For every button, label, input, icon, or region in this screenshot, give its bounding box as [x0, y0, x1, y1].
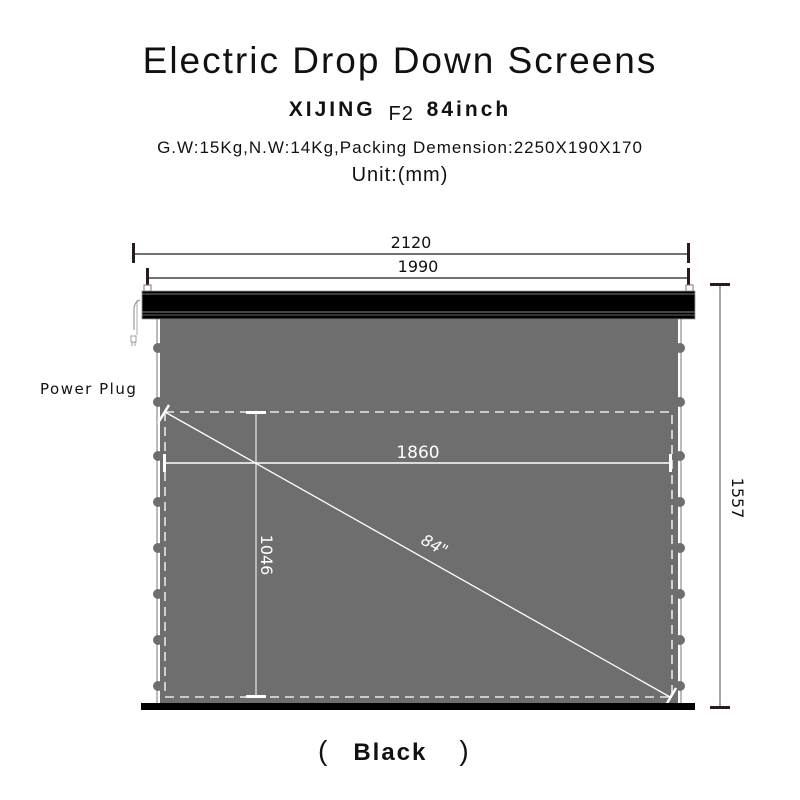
viewable-area-outline: [164, 411, 673, 698]
screen-fabric: [160, 319, 678, 703]
packing-specs: G.W:15Kg,N.W:14Kg,Packing Demension:2250…: [157, 138, 643, 157]
viewable-height-dimension: 1046: [246, 411, 276, 698]
overall-width-dimension: 2120: [132, 233, 690, 263]
unit-label: Unit:(mm): [351, 164, 449, 186]
screen-housing: [141, 290, 696, 320]
power-plug-label: Power Plug: [40, 380, 138, 398]
tension-tabs-left: [153, 343, 163, 691]
close-paren: ): [459, 735, 471, 766]
housing-width-label: 1990: [398, 257, 439, 276]
page-title: Electric Drop Down Screens: [142, 40, 658, 81]
color-variant-label: ( Black): [318, 735, 471, 767]
bottom-weight-bar: [141, 703, 695, 710]
overall-width-label: 2120: [391, 233, 432, 252]
overall-height-dimension: 1557: [710, 283, 747, 709]
housing-width-dimension: 1990: [146, 257, 690, 286]
model-name: F2: [388, 103, 414, 125]
power-cord-icon: [130, 299, 141, 346]
overall-height-label: 1557: [728, 478, 747, 519]
screen-size: 84inch: [426, 98, 512, 121]
open-paren: (: [318, 735, 330, 766]
product-subtitle: XIJING F2 84inch: [0, 98, 800, 125]
color-name: Black: [353, 739, 428, 766]
tension-tabs-right: [675, 343, 685, 691]
viewable-width-label: 1860: [396, 443, 439, 463]
viewable-width-dimension: 1860: [163, 443, 672, 472]
viewable-height-label: 1046: [257, 535, 276, 576]
brand-name: XIJING: [288, 98, 376, 121]
